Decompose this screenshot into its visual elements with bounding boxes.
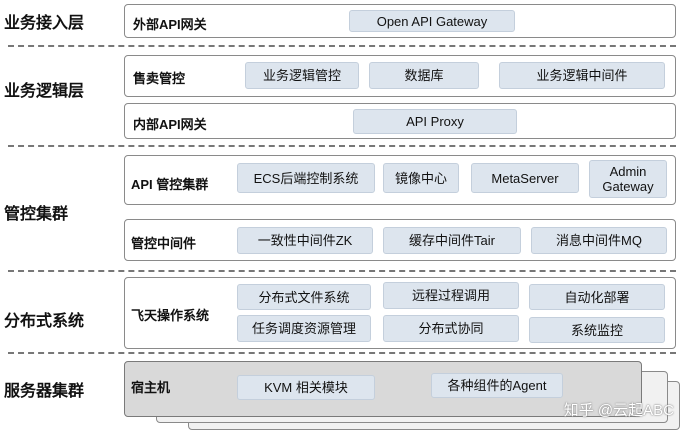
layer-separator (8, 352, 676, 354)
control-middleware-box: 管控中间件 一致性中间件ZK 缓存中间件Tair 消息中间件MQ (124, 219, 676, 261)
chip-component-agents: 各种组件的Agent (431, 373, 563, 398)
box-label: API 管控集群 (131, 177, 209, 192)
chip-ecs-backend-control: ECS后端控制系统 (237, 163, 375, 193)
box-label: 内部API网关 (133, 117, 207, 132)
chip-message-mq: 消息中间件MQ (531, 227, 667, 254)
api-control-cluster-box: API 管控集群 ECS后端控制系统 镜像中心 MetaServer Admin… (124, 155, 676, 205)
layer-label-server: 服务器集群 (4, 383, 85, 400)
box-label: 外部API网关 (133, 17, 207, 32)
chip-rpc: 远程过程调用 (383, 282, 519, 309)
chip-task-scheduling: 任务调度资源管理 (237, 315, 371, 342)
chip-kvm-modules: KVM 相关模块 (237, 375, 375, 400)
chip-metaserver: MetaServer (471, 163, 579, 193)
box-label: 管控中间件 (131, 236, 197, 251)
chip-distributed-file-system: 分布式文件系统 (237, 284, 371, 310)
chip-distributed-coordination: 分布式协同 (383, 315, 519, 342)
layer-separator (8, 270, 676, 272)
chip-admin-gateway: Admin Gateway (589, 160, 667, 198)
feitian-os-box: 飞天操作系统 分布式文件系统 远程过程调用 自动化部署 任务调度资源管理 分布式… (124, 277, 676, 349)
chip-api-proxy: API Proxy (353, 109, 517, 134)
chip-system-monitoring: 系统监控 (529, 317, 665, 343)
box-label: 飞天操作系统 (131, 308, 210, 323)
chip-cache-tair: 缓存中间件Tair (383, 227, 521, 254)
chip-business-logic-control: 业务逻辑管控 (245, 62, 359, 89)
chip-image-center: 镜像中心 (383, 163, 459, 193)
internal-api-gateway-box: 内部API网关 API Proxy (124, 103, 676, 139)
host-box: 宿主机 KVM 相关模块 各种组件的Agent (124, 361, 642, 417)
layer-separator (8, 45, 676, 47)
watermark-text: 知乎 @云起ABC (563, 402, 674, 419)
chip-business-logic-middleware: 业务逻辑中间件 (499, 62, 665, 89)
chip-open-api-gateway: Open API Gateway (349, 10, 515, 32)
sales-control-box: 售卖管控 业务逻辑管控 数据库 业务逻辑中间件 (124, 55, 676, 97)
chip-database: 数据库 (369, 62, 479, 89)
chip-automated-deployment: 自动化部署 (529, 284, 665, 310)
layer-label-logic: 业务逻辑层 (4, 83, 85, 100)
chip-consistency-zk: 一致性中间件ZK (237, 227, 373, 254)
layer-label-access: 业务接入层 (4, 15, 85, 32)
box-label: 售卖管控 (133, 71, 186, 86)
external-api-gateway-box: 外部API网关 Open API Gateway (124, 4, 676, 38)
layer-separator (8, 145, 676, 147)
box-label: 宿主机 (131, 380, 171, 395)
layer-label-distributed: 分布式系统 (4, 313, 85, 330)
layer-label-control: 管控集群 (4, 206, 69, 223)
